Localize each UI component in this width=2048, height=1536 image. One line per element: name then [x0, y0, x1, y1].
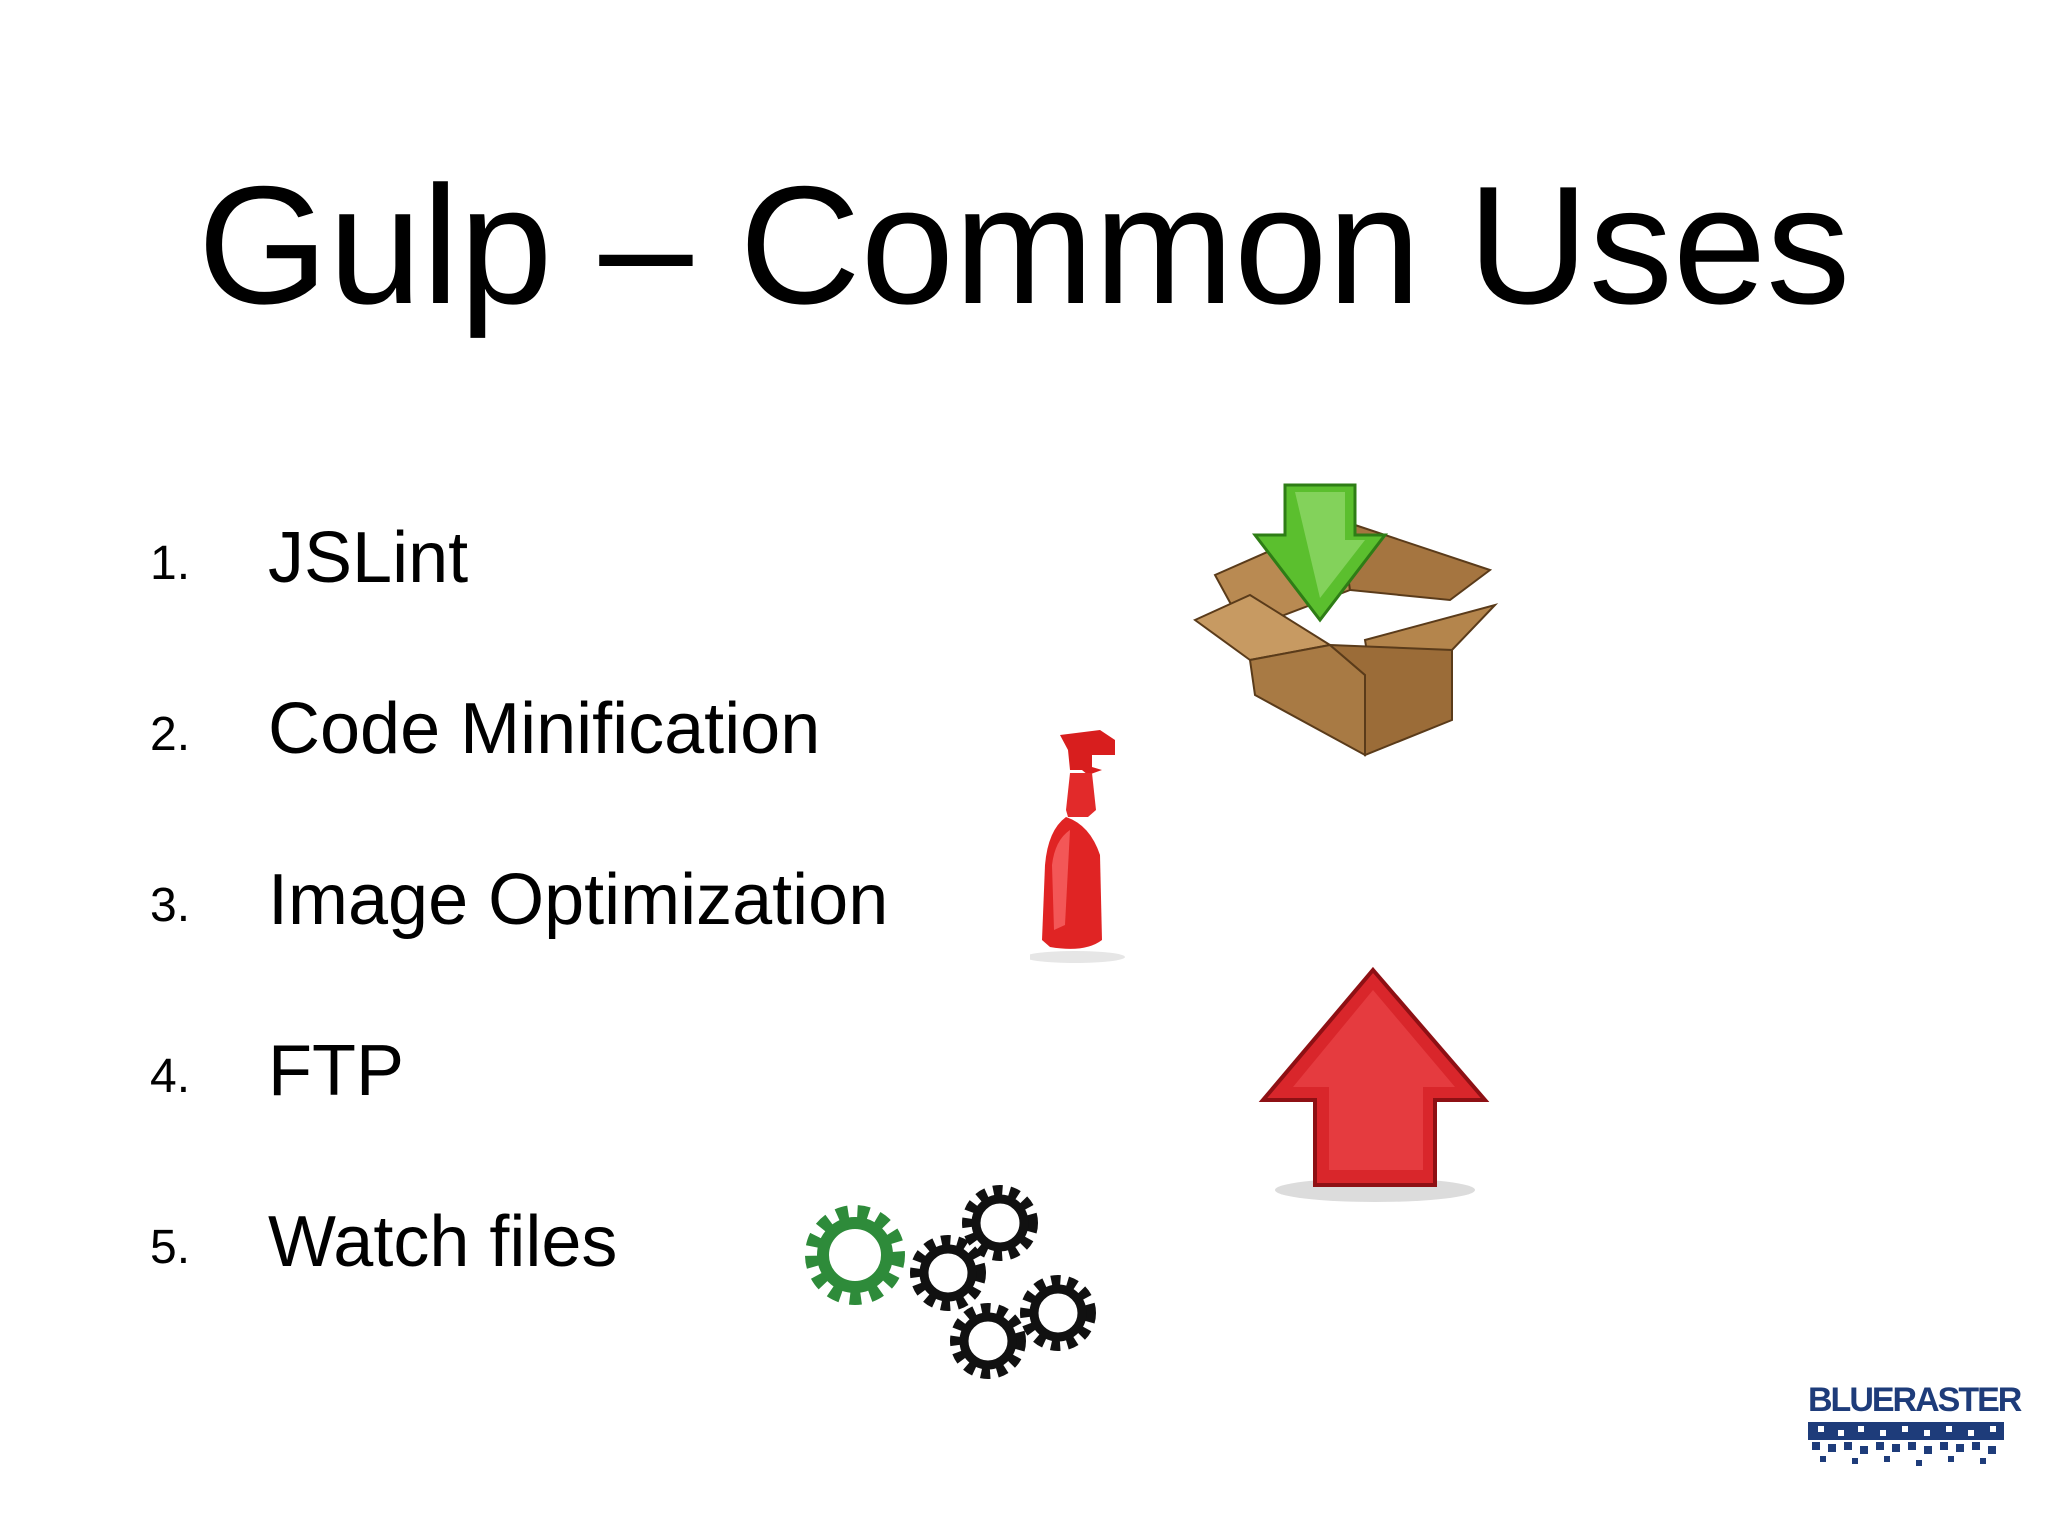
list-item: 1. JSLint	[0, 510, 1000, 610]
list-item-label: Watch files	[268, 1202, 618, 1282]
list-item: 5. Watch files	[0, 1194, 1000, 1294]
logo-pattern-icon	[1808, 1422, 2004, 1466]
gears-icon	[805, 1185, 1096, 1379]
list-item-label: FTP	[268, 1031, 404, 1111]
list-item-number: 3.	[150, 879, 191, 932]
list-item-label: Image Optimization	[268, 860, 889, 940]
list-item: 4. FTP	[0, 1023, 1000, 1123]
logo-text: BLUERASTER	[1808, 1381, 2022, 1419]
list-item-number: 2.	[150, 708, 191, 761]
list-item-label: JSLint	[268, 518, 469, 598]
numbered-list: 1. JSLint 2. Code Minification 3. Image …	[0, 0, 1000, 1400]
blueraster-logo: BLUERASTER	[1808, 1380, 2022, 1500]
list-item: 2. Code Minification	[0, 681, 1000, 781]
upload-arrow-icon	[1258, 966, 1490, 1202]
list-item-number: 4.	[150, 1050, 191, 1103]
list-item-label: Code Minification	[268, 689, 821, 769]
package-download-icon	[1193, 483, 1499, 757]
list-item-number: 1.	[150, 537, 191, 590]
spray-bottle-icon	[1030, 730, 1125, 963]
list-item: 3. Image Optimization	[0, 852, 1000, 952]
slide-title: Gulp – Common Uses	[197, 151, 1851, 339]
list-item-number: 5.	[150, 1221, 191, 1274]
